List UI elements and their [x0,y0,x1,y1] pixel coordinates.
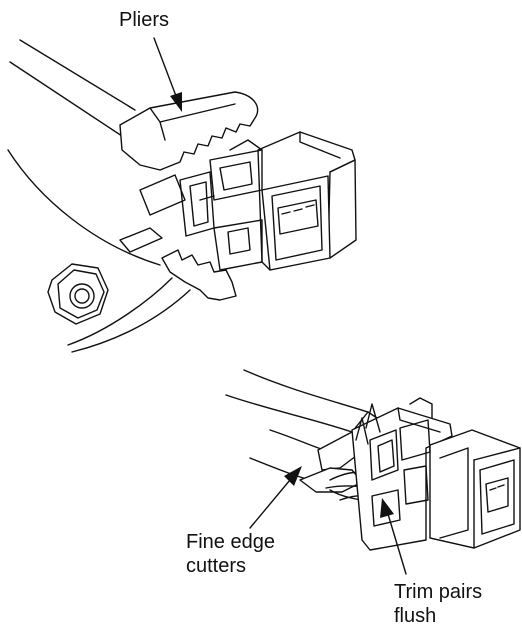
cutters-drawing [225,369,521,575]
fine-edge-cutters-label-line2: cutters [186,555,247,577]
trim-pairs-label-line2: flush [394,605,437,627]
fine-edge-cutters-label: Fine edge cutters [186,530,275,578]
pliers-drawing [7,37,357,353]
fine-edge-cutters-label-line1: Fine edge [186,531,275,553]
pliers-label: Pliers [119,8,169,32]
trim-pairs-flush-label: Trim pairs flush [394,580,482,628]
pliers-label-text: Pliers [119,9,170,31]
trim-pairs-label-line1: Trim pairs [394,581,483,603]
